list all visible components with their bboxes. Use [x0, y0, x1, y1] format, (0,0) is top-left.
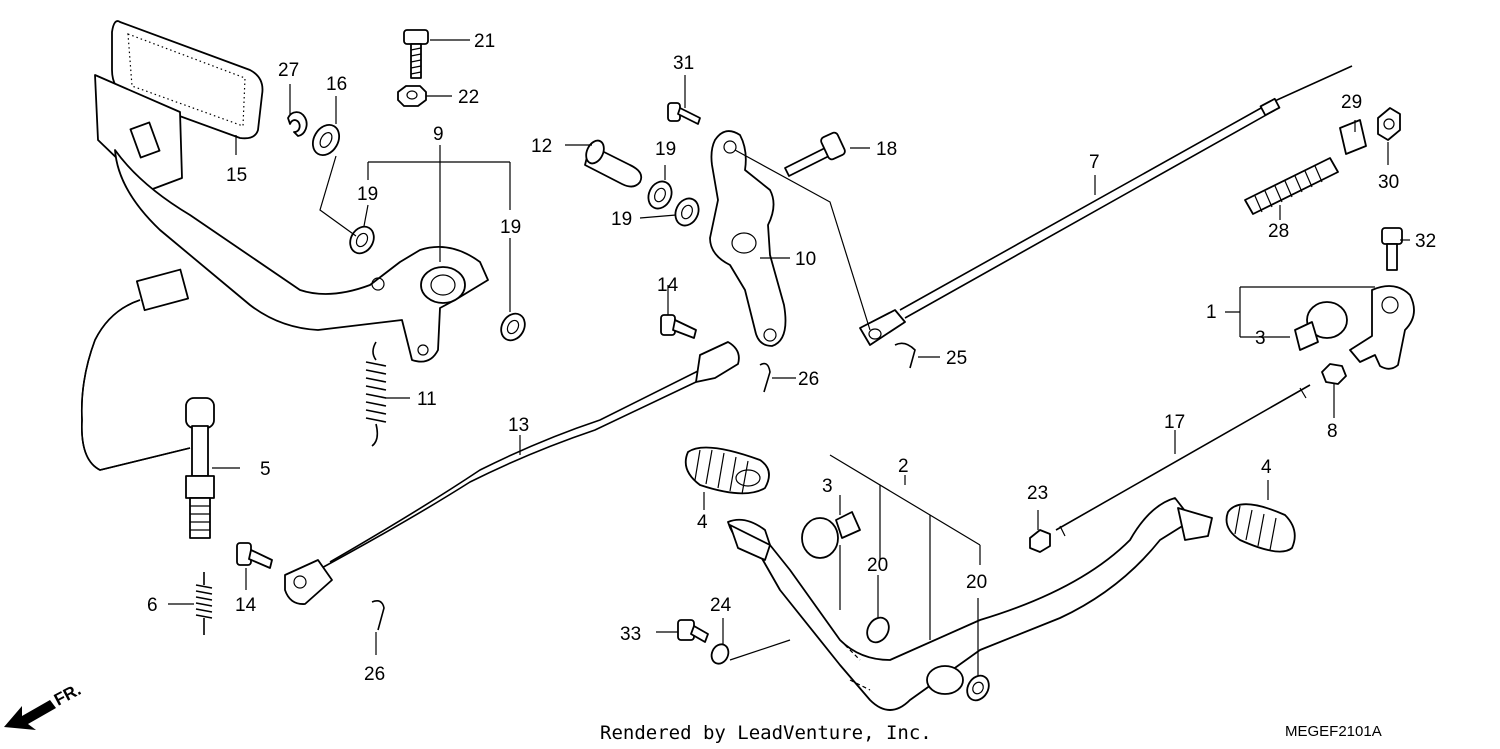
joint-1[interactable]: [1349, 285, 1415, 370]
bolt-21[interactable]: [403, 29, 429, 79]
callout-12: 12: [531, 136, 552, 157]
callout-10: 10: [795, 249, 816, 270]
washer-20-upper[interactable]: [863, 614, 893, 647]
callout-19-a: 19: [357, 184, 378, 205]
brake-arm-10[interactable]: [709, 130, 787, 347]
callout-20-b: 20: [966, 572, 987, 593]
callout-19-d: 19: [611, 209, 632, 230]
callout-18: 18: [876, 139, 897, 160]
diagram-code: MEGEF2101A: [1285, 723, 1382, 740]
washer-19-left[interactable]: [345, 222, 378, 257]
callout-22: 22: [458, 87, 479, 108]
callout-27: 27: [278, 60, 299, 81]
callout-3-lower: 3: [822, 476, 833, 497]
callout-9: 9: [433, 124, 444, 145]
callout-32: 32: [1415, 231, 1436, 252]
washer-19-upper[interactable]: [644, 178, 676, 213]
washer-19-right[interactable]: [496, 309, 529, 344]
cotter-pin-26-upper[interactable]: [759, 362, 771, 393]
spring-11[interactable]: [365, 341, 387, 447]
circlip-27[interactable]: [287, 111, 308, 137]
callout-31: 31: [673, 53, 694, 74]
washer-16[interactable]: [308, 120, 345, 160]
shift-rod-17[interactable]: [1055, 384, 1311, 537]
spring-6[interactable]: [195, 572, 213, 635]
callout-25: 25: [946, 348, 967, 369]
callout-29: 29: [1341, 92, 1362, 113]
callout-11: 11: [417, 389, 437, 410]
callout-4-left: 4: [697, 512, 708, 533]
floorboard-pad[interactable]: [111, 20, 264, 140]
callout-15: 15: [226, 165, 247, 186]
callout-6: 6: [147, 595, 158, 616]
bolt-31[interactable]: [667, 102, 701, 125]
ball-joint-3[interactable]: [1294, 301, 1348, 351]
callout-13: 13: [508, 415, 529, 436]
callout-7: 7: [1089, 152, 1100, 173]
brake-pedal[interactable]: [94, 74, 489, 363]
bolt-33[interactable]: [677, 619, 709, 643]
brake-light-switch[interactable]: [80, 268, 215, 539]
shift-pedal-2[interactable]: [727, 497, 1213, 711]
cotter-pin-26-lower[interactable]: [371, 600, 385, 631]
nut-23[interactable]: [1029, 529, 1051, 553]
washer-24[interactable]: [709, 642, 732, 667]
shift-rod-13[interactable]: [284, 341, 740, 605]
pedal-rubber-4-right[interactable]: [1225, 503, 1296, 553]
leader-lines: [168, 39, 1410, 676]
render-credit: Rendered by LeadVenture, Inc.: [600, 722, 932, 744]
callout-26-upper: 26: [798, 369, 819, 390]
callout-16: 16: [326, 74, 347, 95]
callout-2: 2: [898, 456, 909, 477]
callout-23: 23: [1027, 483, 1048, 504]
callout-33: 33: [620, 624, 641, 645]
washer-19-lower[interactable]: [671, 195, 703, 230]
ball-joint-3-lower[interactable]: [801, 511, 861, 559]
callout-20-a: 20: [867, 555, 888, 576]
clip-25[interactable]: [894, 342, 916, 369]
bolt-14-upper[interactable]: [660, 314, 697, 339]
callout-14-lower: 14: [235, 595, 257, 616]
spring-28[interactable]: [1244, 157, 1339, 215]
callout-3-upper: 3: [1255, 328, 1266, 349]
callout-14-upper: 14: [657, 275, 679, 296]
nut-8[interactable]: [1321, 363, 1347, 385]
nut-30[interactable]: [1377, 107, 1401, 141]
callout-19-c: 19: [655, 139, 676, 160]
washer-20-lower[interactable]: [963, 672, 993, 705]
bolt-32[interactable]: [1381, 227, 1403, 271]
nut-22[interactable]: [397, 85, 427, 107]
callout-5: 5: [260, 459, 271, 480]
callout-8: 8: [1327, 421, 1338, 442]
callout-1: 1: [1206, 302, 1217, 323]
callout-26-lower: 26: [364, 664, 385, 685]
callout-17: 17: [1164, 412, 1185, 433]
joint-29[interactable]: [1339, 119, 1367, 155]
front-direction-label: FR.: [51, 680, 84, 710]
pivot-pin-12[interactable]: [583, 138, 643, 188]
callout-30: 30: [1378, 172, 1399, 193]
callout-4-right: 4: [1261, 457, 1272, 478]
callout-24: 24: [710, 595, 732, 616]
front-direction-arrow-icon: FR.: [4, 680, 84, 730]
bolt-14-lower[interactable]: [236, 542, 273, 569]
pedal-rubber-4-left[interactable]: [684, 446, 770, 495]
callout-21: 21: [474, 31, 495, 52]
callout-labels: 1 2 3 3 4 4 5 6 7 8 9 10 11 12 13 14 14 …: [147, 31, 1436, 685]
callout-28: 28: [1268, 221, 1289, 242]
brake-rod-7[interactable]: [859, 65, 1353, 346]
callout-19-b: 19: [500, 217, 521, 238]
bolt-18[interactable]: [784, 131, 846, 177]
